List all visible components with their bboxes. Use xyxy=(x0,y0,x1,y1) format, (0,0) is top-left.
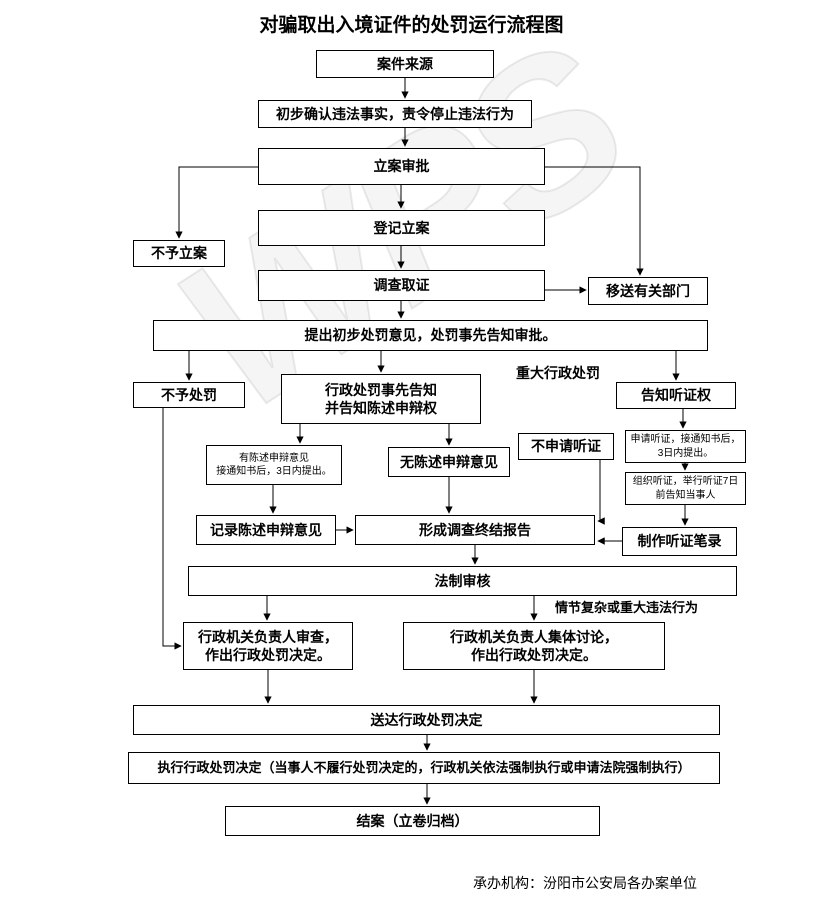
node-legal-review: 法制审核 xyxy=(188,566,737,596)
node-filing-approval: 立案审批 xyxy=(258,148,545,185)
node-initial-confirm: 初步确认违法事实，责令停止违法行为 xyxy=(258,100,532,128)
node-initial-opinion: 提出初步处罚意见，处罚事先告知审批。 xyxy=(153,320,708,351)
footer-note: 承办机构：汾阳市公安局各办案单位 xyxy=(473,875,697,891)
node-close-case: 结案（立卷归档） xyxy=(225,806,600,836)
node-leader-review: 行政机关负责人审查， 作出行政处罚决定。 xyxy=(183,622,353,670)
node-collective-discussion: 行政机关负责人集体讨论， 作出行政处罚决定。 xyxy=(403,622,665,670)
node-prior-notice: 行政处罚事先告知 并告知陈述申辩权 xyxy=(281,374,481,424)
label-major-penalty: 重大行政处罚 xyxy=(516,365,600,381)
node-record-statement: 记录陈述申辩意见 xyxy=(196,515,336,545)
node-execute-decision: 执行行政处罚决定（当事人不履行处罚决定的，行政机关依法强制执行或申请法院强制执行… xyxy=(128,752,720,784)
node-hearing-right: 告知听证权 xyxy=(616,382,736,409)
node-case-source: 案件来源 xyxy=(316,50,494,78)
node-no-statement: 无陈述申辩意见 xyxy=(388,447,510,477)
node-request-hearing: 申请听证，接通知书后，3日内提出。 xyxy=(625,430,746,463)
node-no-filing: 不予立案 xyxy=(133,240,225,267)
node-no-penalty: 不予处罚 xyxy=(133,382,245,408)
node-deliver-decision: 送达行政处罚决定 xyxy=(133,705,720,735)
node-register-filing: 登记立案 xyxy=(258,210,545,246)
node-organize-hearing: 组织听证，举行听证7日前告知当事人 xyxy=(625,472,746,505)
diagram-title: 对骗取出入境证件的处罚运行流程图 xyxy=(259,15,564,36)
node-investigation: 调查取证 xyxy=(258,270,545,301)
node-has-statement: 有陈述申辩意见 接通知书后，3日内提出。 xyxy=(206,445,342,485)
node-transfer-department: 移送有关部门 xyxy=(588,277,708,305)
node-final-report: 形成调查终结报告 xyxy=(355,515,595,545)
label-complex-case: 情节复杂或重大违法行为 xyxy=(555,600,699,615)
node-no-hearing-request: 不申请听证 xyxy=(518,433,614,460)
node-hearing-transcript: 制作听证笔录 xyxy=(622,527,737,556)
